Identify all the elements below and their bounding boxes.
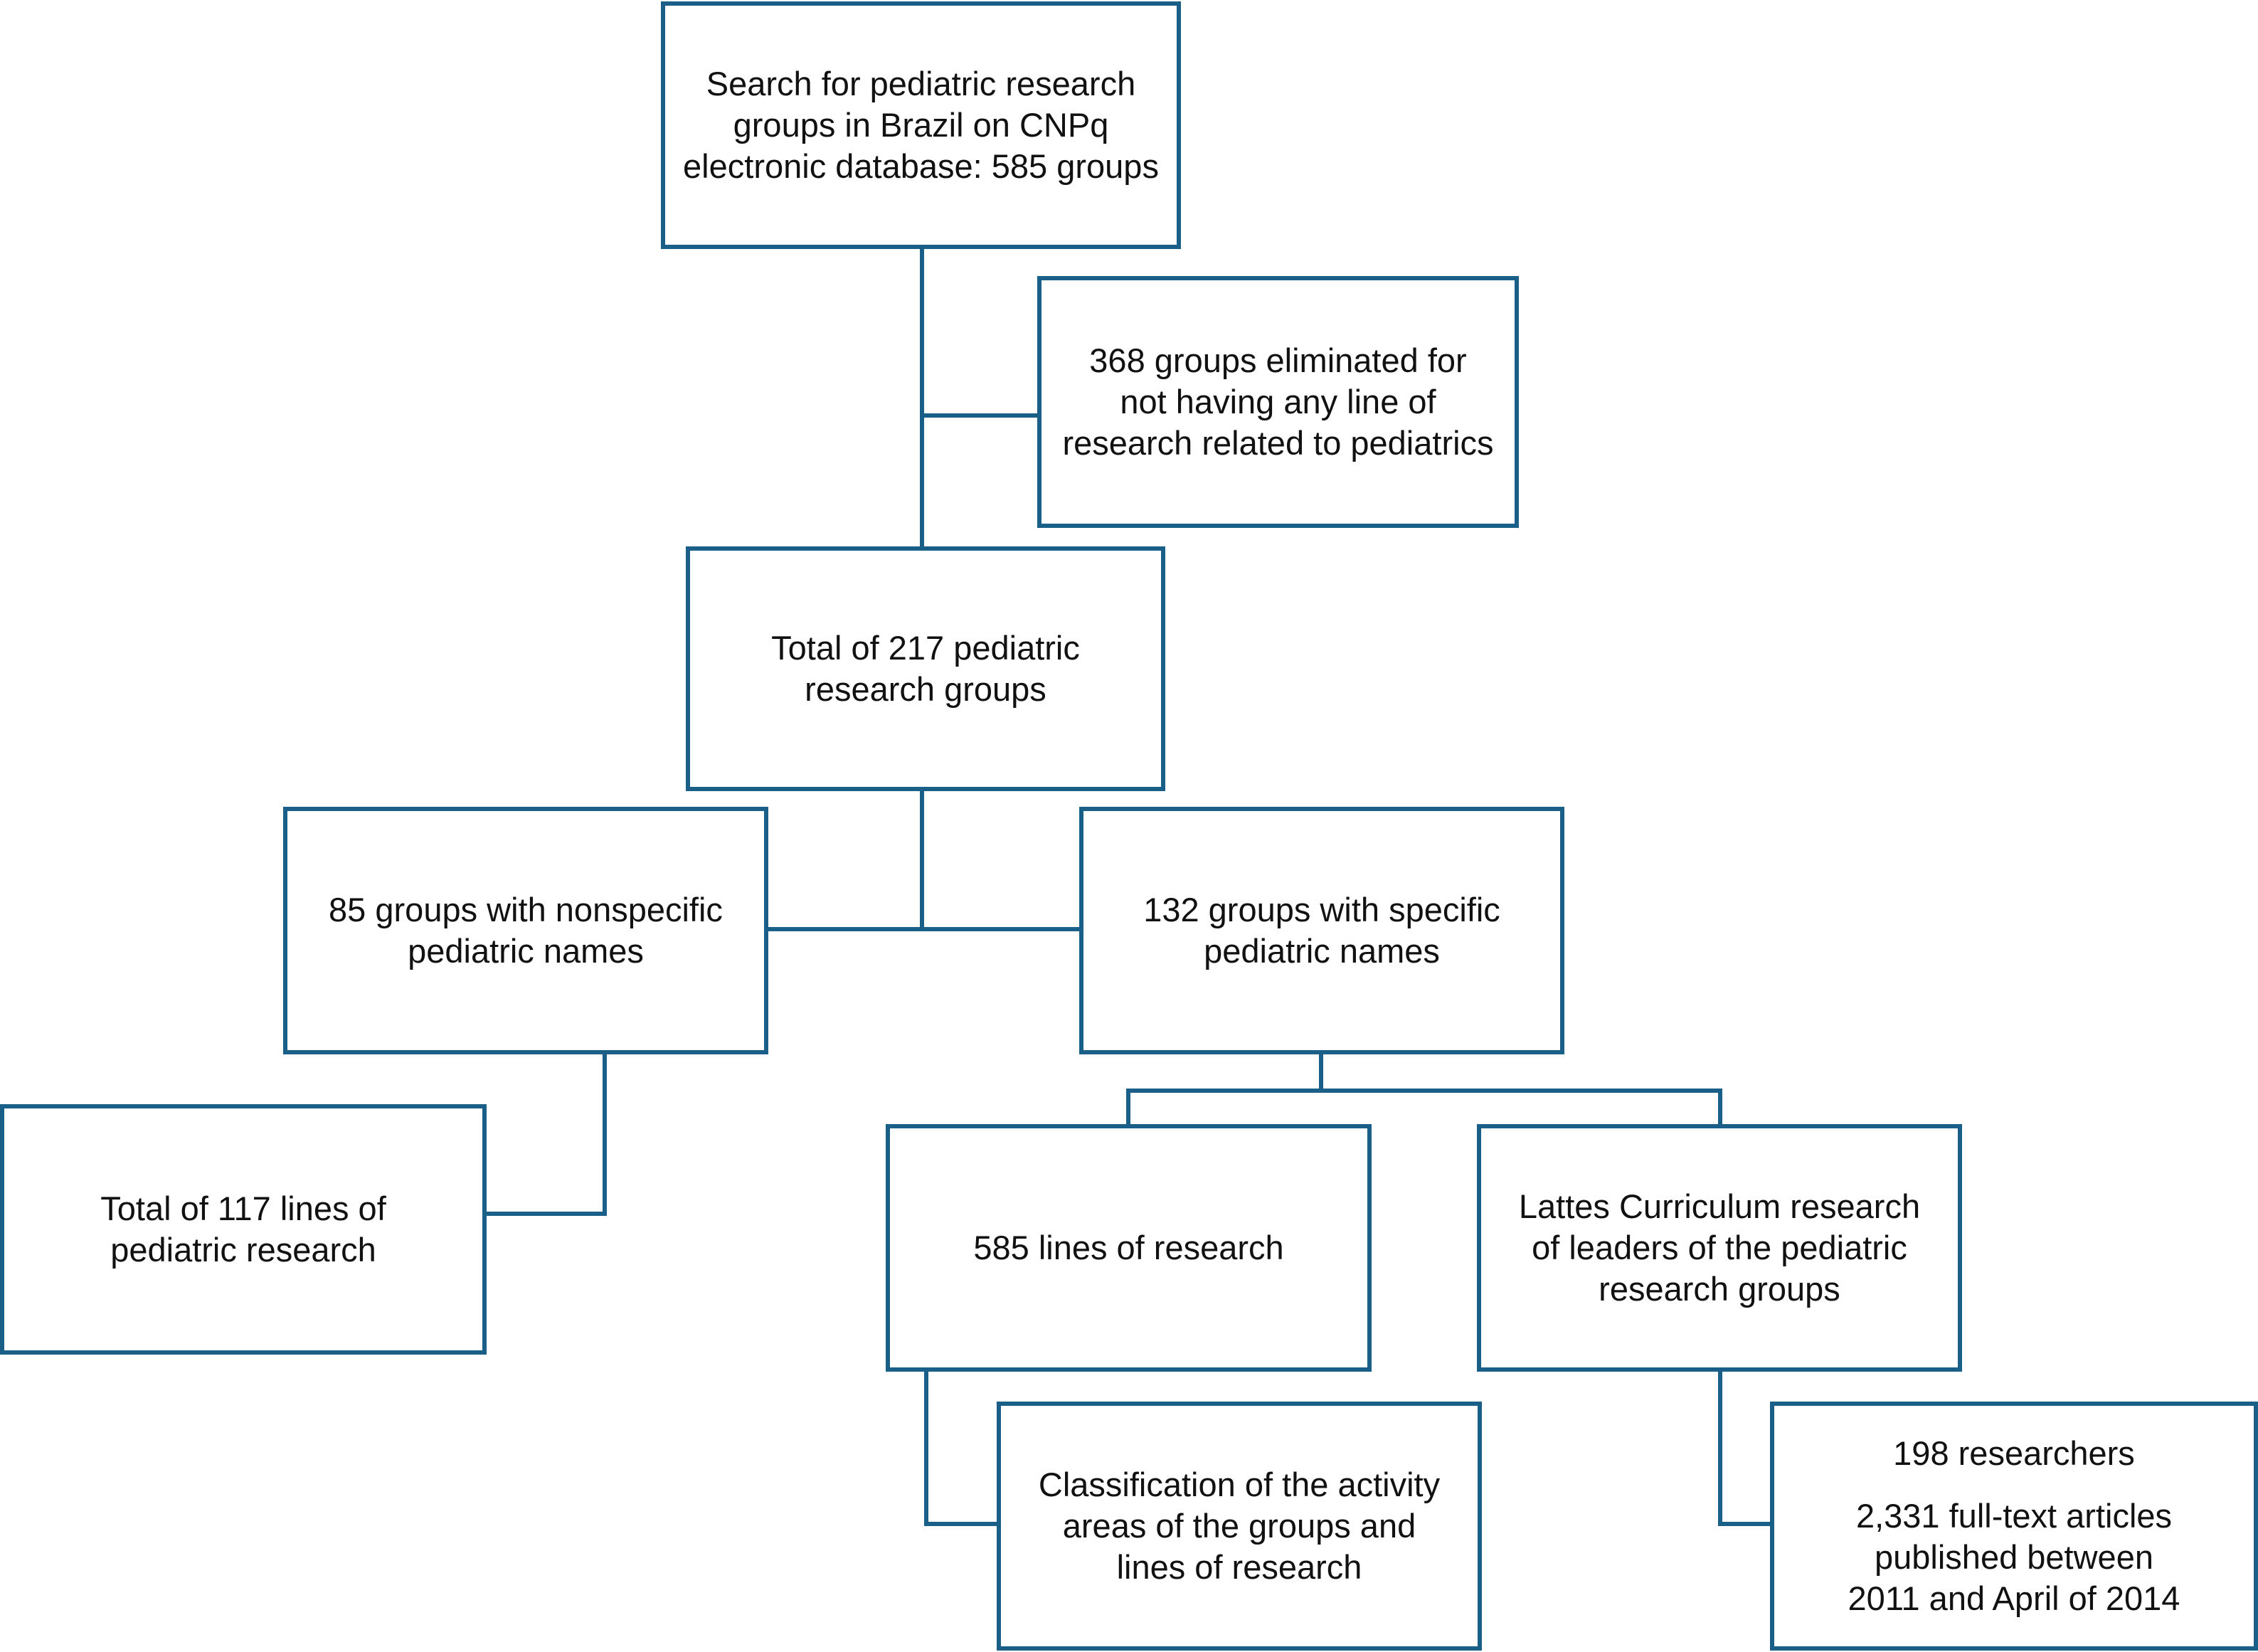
search-line-2: groups in Brazil on CNPq [733,106,1109,144]
specific-line-1: 132 groups with specific [1143,891,1500,928]
lattes-line-2: of leaders of the pediatric [1532,1229,1907,1266]
classification-line-1: Classification of the activity [1038,1466,1441,1503]
specific-names-box: 132 groups with specific pediatric names [1079,807,1564,1054]
eliminated-line-2: not having any line of [1120,383,1436,420]
nonspecific-line-2: pediatric names [408,932,644,970]
eliminated-line-3: research related to pediatrics [1062,424,1494,462]
lines585-line-1: 585 lines of research [973,1229,1284,1266]
researchers-line-2: published between [1875,1538,2153,1576]
researchers-articles-box: 198 researchers 2,331 full-text articles… [1770,1402,2258,1651]
lattes-curriculum-box: Lattes Curriculum research of leaders of… [1477,1124,1962,1372]
classification-line-3: lines of research [1116,1548,1362,1586]
researchers-heading: 198 researchers [1893,1434,2135,1472]
total-pediatric-groups-box: Total of 217 pediatric research groups [686,546,1165,791]
total217-line-2: research groups [805,670,1046,708]
nonspecific-line-1: 85 groups with nonspecific [329,891,723,928]
lines-of-research-box: 585 lines of research [886,1124,1372,1372]
classification-box: Classification of the activity areas of … [997,1402,1482,1651]
total117-line-1: Total of 117 lines of [100,1190,386,1227]
researchers-line-3: 2011 and April of 2014 [1848,1579,2180,1617]
classification-line-2: areas of the groups and [1062,1507,1416,1545]
specific-line-2: pediatric names [1204,932,1440,970]
total-lines-of-research-box: Total of 117 lines of pediatric research [0,1104,487,1355]
search-line-1: Search for pediatric research [706,65,1136,102]
total217-line-1: Total of 217 pediatric [771,629,1080,667]
total117-line-2: pediatric research [110,1231,376,1269]
lattes-line-1: Lattes Curriculum research [1518,1187,1921,1225]
eliminated-groups-box: 368 groups eliminated for not having any… [1037,276,1519,528]
researchers-line-1: 2,331 full-text articles [1855,1497,2173,1535]
eliminated-line-1: 368 groups eliminated for [1089,341,1467,379]
search-line-3: electronic database: 585 groups [683,147,1159,185]
connector-nonspecific-to-total117 [484,1052,607,1216]
connector-lines585-to-classification [924,1370,999,1526]
lattes-line-3: research groups [1599,1270,1840,1308]
search-groups-box: Search for pediatric research groups in … [661,1,1181,249]
nonspecific-names-box: 85 groups with nonspecific pediatric nam… [283,807,768,1054]
connector-lattes-to-researchers [1718,1370,1772,1526]
